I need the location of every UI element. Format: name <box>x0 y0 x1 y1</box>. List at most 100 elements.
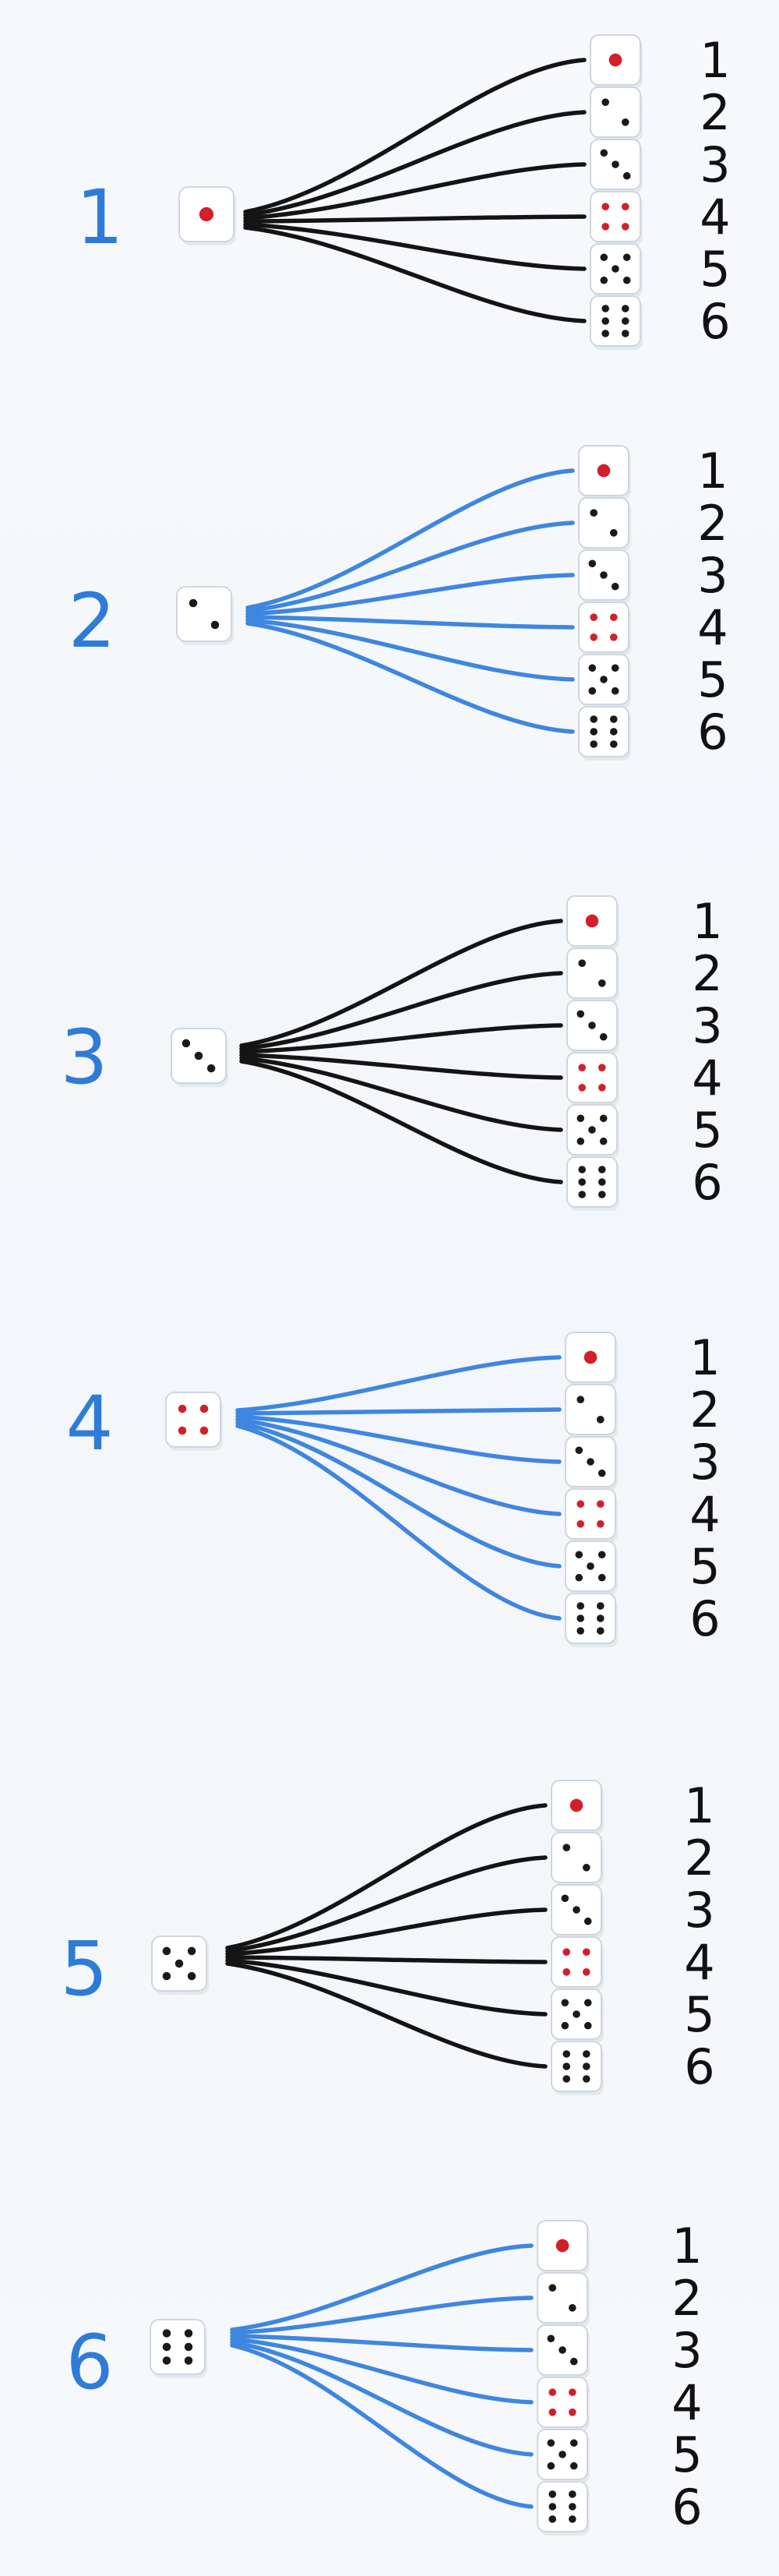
branch-line <box>239 919 563 1048</box>
branch-line <box>239 1056 563 1132</box>
outcome-label: 6 <box>697 704 728 760</box>
first-roll-label: 6 <box>65 2319 113 2406</box>
first-die <box>150 2319 207 2378</box>
outcome-label: 4 <box>697 599 728 656</box>
outcome-die <box>565 1488 618 1543</box>
outcome-label: 1 <box>692 893 722 950</box>
outcome-label: 6 <box>700 293 730 350</box>
outcome-label: 1 <box>700 32 730 89</box>
outcome-label: 2 <box>700 84 730 141</box>
outcome-die <box>590 139 643 193</box>
outcome-label: 6 <box>684 2038 714 2095</box>
branch-line <box>230 2340 534 2457</box>
branch-line <box>225 1961 548 2069</box>
branch-line <box>243 58 587 214</box>
first-roll-label: 1 <box>76 174 123 261</box>
outcome-die <box>551 1936 604 1991</box>
outcome-label: 3 <box>692 997 722 1054</box>
branch-line <box>243 222 587 271</box>
branch-line <box>230 2243 534 2332</box>
outcome-label: 3 <box>700 136 730 193</box>
outcome-die <box>566 1156 619 1211</box>
outcome-die <box>578 549 631 604</box>
outcome-label: 2 <box>692 945 722 1002</box>
outcome-die <box>578 654 631 708</box>
outcome-label: 1 <box>697 443 728 499</box>
outcome-die <box>566 895 619 950</box>
outcome-label: 3 <box>697 547 728 604</box>
branch-line <box>235 1414 562 1464</box>
outcome-die <box>578 602 631 656</box>
outcome-label: 2 <box>689 1382 720 1438</box>
first-roll-label: 2 <box>68 577 115 665</box>
branch-line <box>225 1803 548 1950</box>
branch-line <box>243 225 587 323</box>
outcome-die <box>551 1832 604 1886</box>
outcome-die <box>551 1988 604 2043</box>
branch-line <box>245 468 575 610</box>
branch-line <box>235 1420 562 1569</box>
outcome-die <box>590 295 643 350</box>
first-die <box>151 1936 209 1995</box>
outcome-die <box>578 706 631 760</box>
outcome-label: 3 <box>689 1434 720 1491</box>
outcome-die <box>590 243 643 298</box>
branch-line <box>243 110 587 217</box>
outcome-label: 6 <box>671 2479 702 2535</box>
outcome-label: 4 <box>671 2374 702 2431</box>
outcome-label: 5 <box>700 241 730 298</box>
outcome-die <box>551 1780 604 1834</box>
outcome-die <box>537 2481 590 2535</box>
outcome-label: 2 <box>671 2270 702 2327</box>
branch-line <box>245 621 575 734</box>
branch-line <box>245 573 575 616</box>
first-roll-label: 4 <box>65 1380 113 1467</box>
outcome-label: 5 <box>671 2426 702 2483</box>
branch-line <box>225 1958 548 2017</box>
outcome-label: 4 <box>692 1050 722 1106</box>
outcome-die <box>565 1593 618 1647</box>
branch-line <box>243 162 587 221</box>
outcome-die <box>551 2041 604 2095</box>
outcome-die <box>566 947 619 1002</box>
outcome-die <box>551 1884 604 1939</box>
branch-line <box>235 1417 562 1516</box>
branch-line <box>225 1855 548 1953</box>
branch-line <box>230 2334 534 2352</box>
outcome-label: 1 <box>689 1329 720 1386</box>
outcome-die <box>578 445 631 499</box>
outcome-label: 2 <box>684 1830 714 1886</box>
outcome-die <box>590 191 643 245</box>
branch-line <box>225 1955 548 1964</box>
branch-line <box>235 1355 562 1413</box>
outcome-die <box>590 34 643 89</box>
branch-line <box>230 2337 534 2405</box>
outcome-die <box>565 1436 618 1491</box>
outcome-label: 4 <box>700 189 730 245</box>
branch-line <box>245 615 575 630</box>
outcome-die <box>537 2220 590 2274</box>
outcome-label: 5 <box>689 1538 720 1595</box>
first-die <box>176 586 234 645</box>
outcome-die <box>590 86 643 141</box>
outcome-label: 4 <box>689 1486 720 1543</box>
outcome-die <box>566 1104 619 1159</box>
branch-line <box>245 618 575 682</box>
first-die <box>171 1028 228 1087</box>
branch-line <box>230 2343 534 2509</box>
outcome-label: 6 <box>689 1590 720 1647</box>
outcome-die <box>537 2324 590 2379</box>
outcome-die <box>578 497 631 552</box>
branch-line <box>245 520 575 613</box>
branch-line <box>239 1059 563 1184</box>
first-die <box>178 186 236 245</box>
outcome-label: 5 <box>684 1986 714 2043</box>
outcome-die <box>565 1332 618 1386</box>
outcome-die <box>566 1052 619 1106</box>
